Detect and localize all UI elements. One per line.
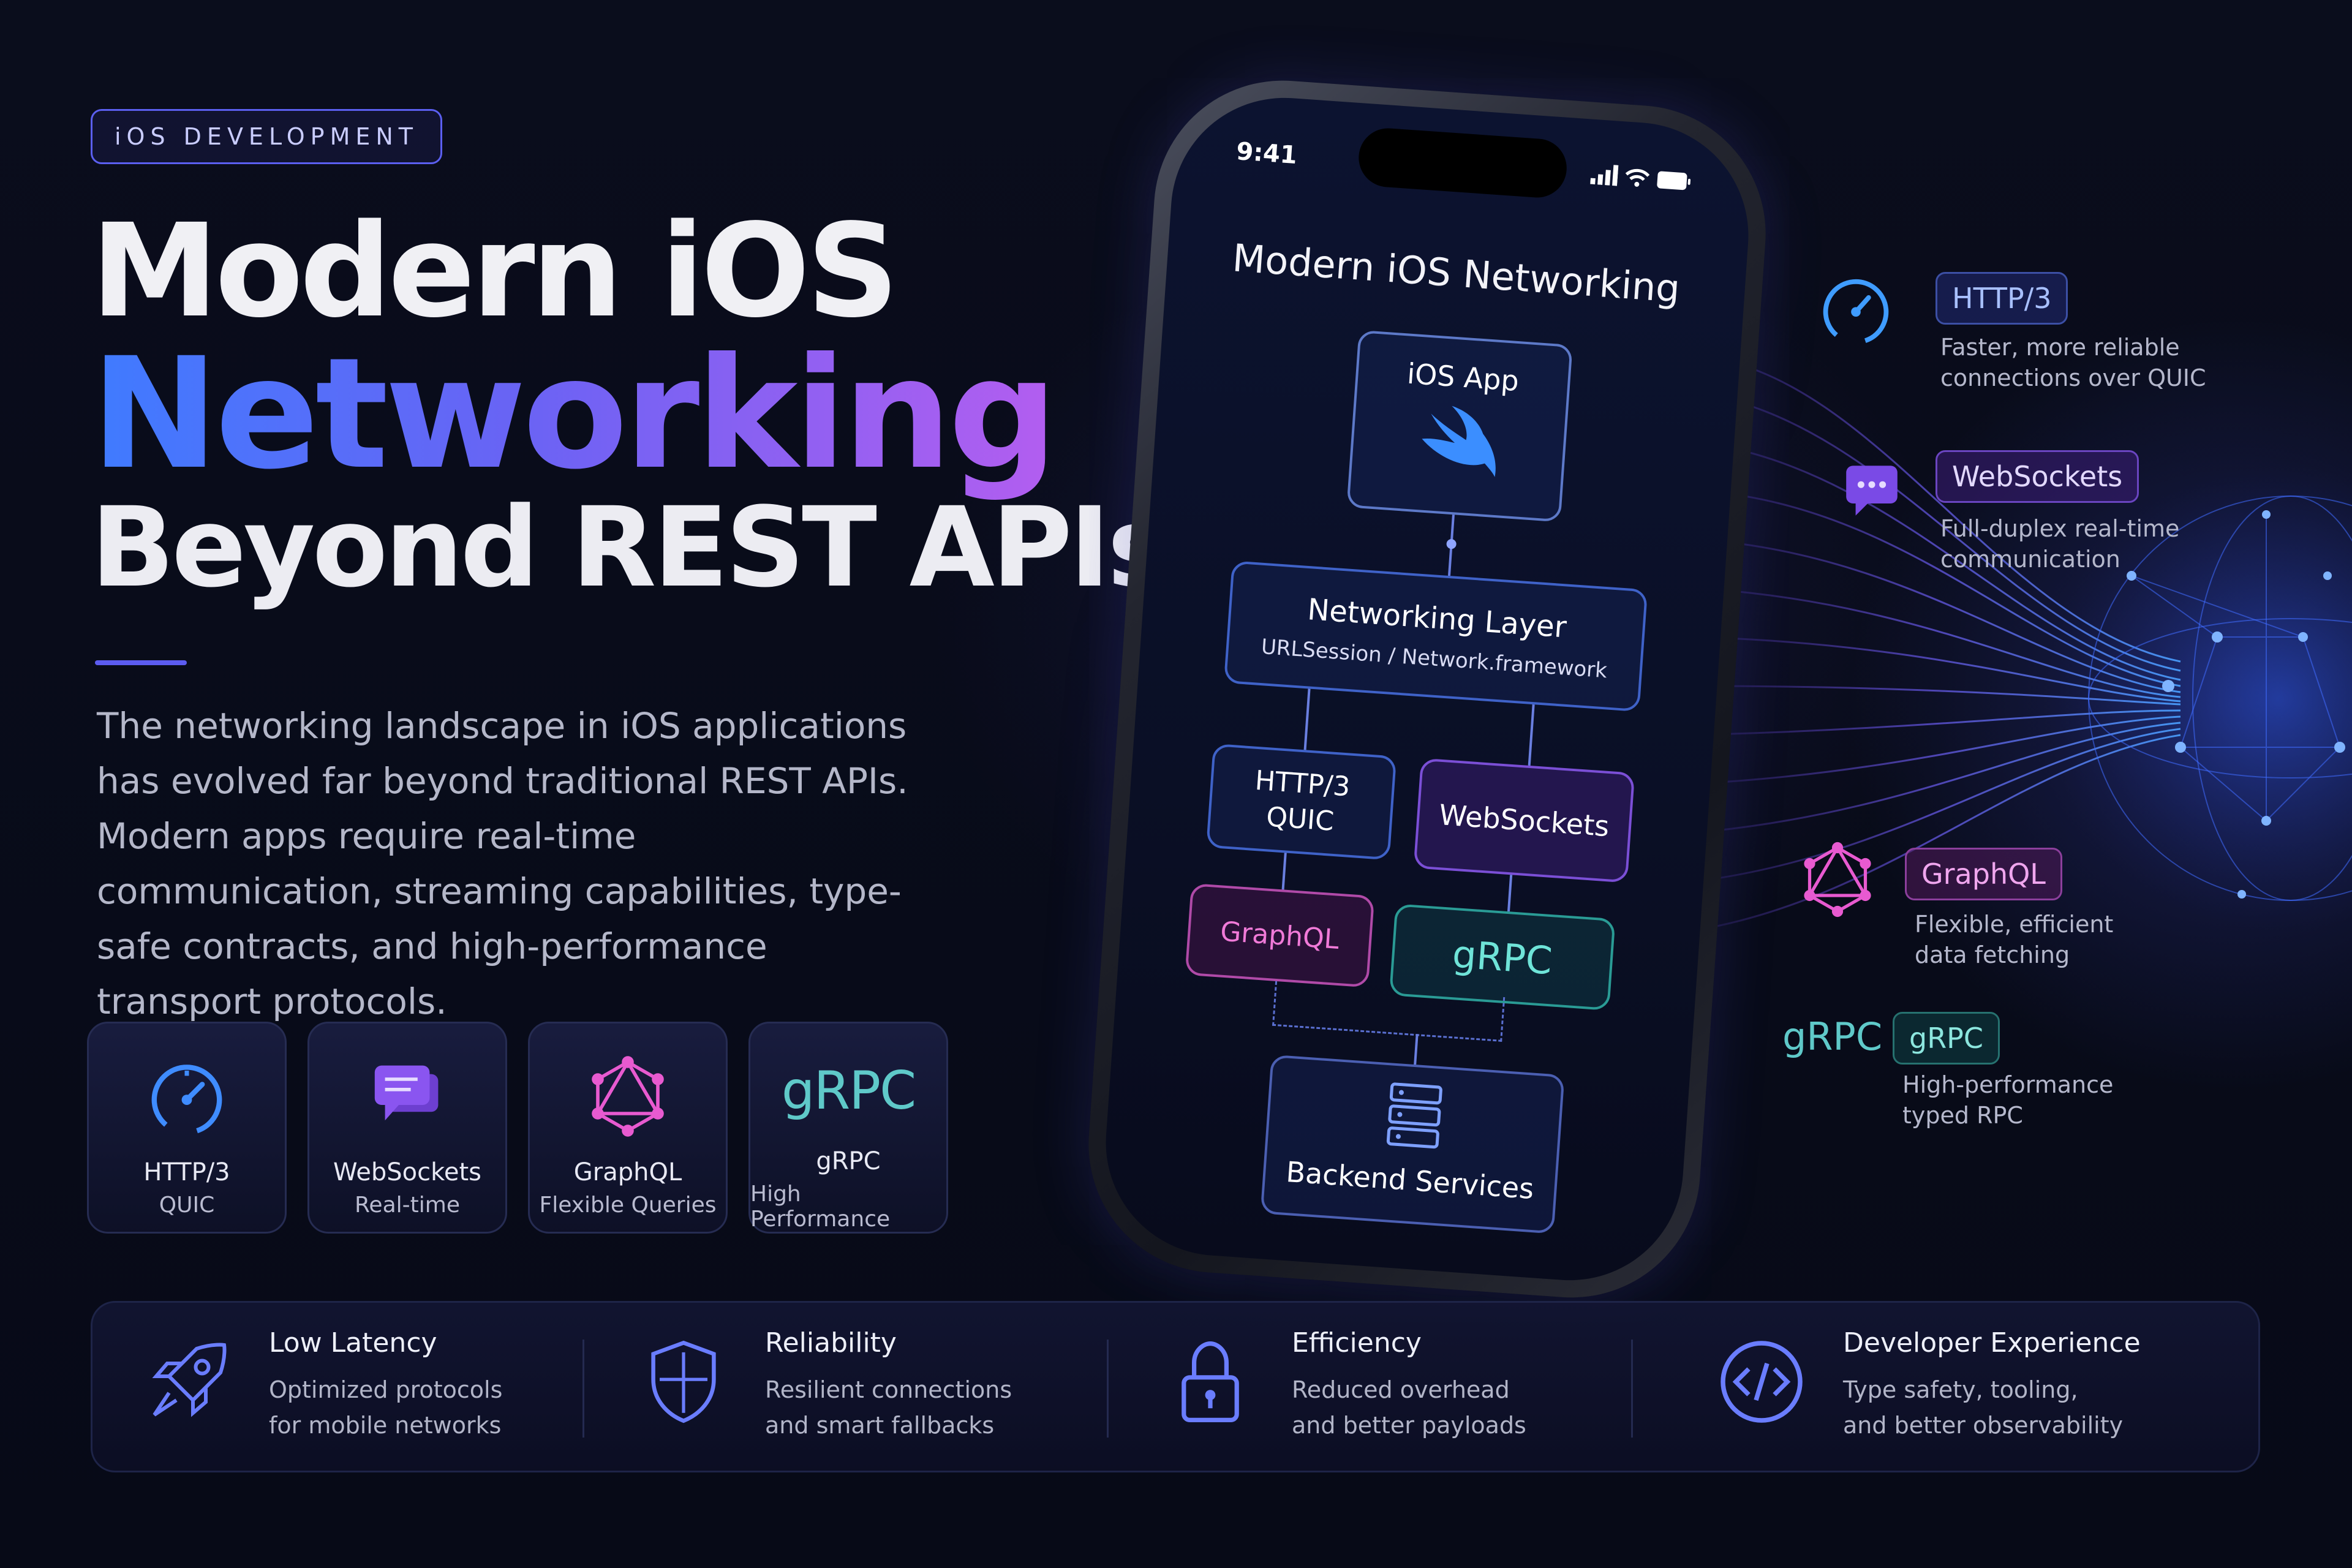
http3-label: HTTP/3 — [1254, 764, 1352, 803]
benefit-line: and smart fallbacks — [765, 1412, 995, 1439]
dynamic-island — [1357, 126, 1569, 200]
ios-app-label: iOS App — [1406, 356, 1520, 398]
feature-websockets-label: WebSockets — [1936, 450, 2139, 503]
diagram-backend-services: Backend Services — [1260, 1054, 1565, 1234]
feature-websockets-desc: Full-duplex real-time communication — [1940, 513, 2179, 575]
grpc-label: gRPC — [1450, 931, 1554, 983]
card-subtitle: Flexible Queries — [539, 1193, 717, 1218]
benefit-title: Reliability — [765, 1327, 897, 1359]
feature-graphql-desc: Flexible, efficient data fetching — [1915, 909, 2113, 970]
card-graphql[interactable]: GraphQL Flexible Queries — [528, 1022, 728, 1234]
swift-logo-icon — [1422, 405, 1496, 477]
feature-grpc-label: gRPC — [1893, 1012, 2000, 1065]
diagram-http3: HTTP/3 QUIC — [1206, 743, 1397, 861]
benefit-line: Resilient connections — [765, 1376, 1012, 1403]
card-subtitle: High Performance — [750, 1182, 891, 1232]
connector — [1507, 875, 1513, 912]
grpc-logo-icon: gRPC — [1782, 1014, 1883, 1059]
card-http3[interactable]: HTTP/3 QUIC — [87, 1022, 287, 1234]
phone-title: Modern iOS Networking — [1231, 235, 1682, 312]
desc-line: Faster, more reliable — [1940, 334, 2180, 361]
card-title: GraphQL — [573, 1158, 682, 1186]
diagram-ios-app: iOS App — [1346, 330, 1573, 522]
desc-line: communication — [1940, 546, 2120, 573]
websockets-label: WebSockets — [1438, 797, 1611, 843]
separator — [582, 1340, 584, 1438]
card-title: HTTP/3 — [143, 1158, 230, 1186]
chat-bubble-icon — [361, 1050, 453, 1142]
feature-graphql-label: GraphQL — [1905, 848, 2062, 900]
desc-line: data fetching — [1915, 941, 2070, 968]
benefit-line: Optimized protocols — [269, 1376, 503, 1403]
card-subtitle: Real-time — [355, 1193, 460, 1218]
graphql-icon — [582, 1050, 674, 1142]
connector — [1281, 853, 1287, 890]
benefit-developer-experience: Developer Experience Type safety, toolin… — [1716, 1327, 2141, 1443]
benefits-bar: Low Latency Optimized protocols for mobi… — [91, 1301, 2260, 1472]
desc-line: Full-duplex real-time — [1940, 515, 2180, 542]
benefit-line: Type safety, tooling, — [1843, 1376, 2078, 1403]
benefit-low-latency: Low Latency Optimized protocols for mobi… — [141, 1327, 502, 1443]
feature-http3-desc: Faster, more reliable connections over Q… — [1940, 332, 2206, 393]
desc-line: connections over QUIC — [1940, 364, 2206, 391]
separator — [1631, 1340, 1633, 1438]
benefit-title: Efficiency — [1292, 1327, 1422, 1359]
signal-icon — [1590, 165, 1619, 186]
quic-label: QUIC — [1265, 801, 1335, 837]
battery-icon — [1657, 171, 1691, 190]
card-websockets[interactable]: WebSockets Real-time — [307, 1022, 507, 1234]
lock-icon — [1164, 1336, 1256, 1428]
feature-http3-label: HTTP/3 — [1936, 272, 2068, 325]
benefit-reliability: Reliability Resilient connections and sm… — [638, 1327, 1012, 1443]
status-time: 9:41 — [1235, 137, 1298, 170]
diagram-websockets: WebSockets — [1413, 758, 1635, 883]
networking-layer-title: Networking Layer — [1306, 592, 1568, 645]
benefit-line: and better payloads — [1292, 1412, 1526, 1439]
benefit-line: for mobile networks — [269, 1412, 502, 1439]
gauge-icon — [141, 1050, 233, 1142]
graphql-label: GraphQL — [1219, 915, 1340, 956]
separator — [1107, 1340, 1109, 1438]
phone-mockup: 9:41 Modern iOS Networking iOS App — [1080, 72, 1774, 1306]
desc-line: typed RPC — [1902, 1102, 2023, 1129]
benefit-efficiency: Efficiency Reduced overhead and better p… — [1164, 1327, 1526, 1443]
card-title: gRPC — [816, 1147, 881, 1175]
card-subtitle: QUIC — [159, 1193, 215, 1218]
card-title: WebSockets — [333, 1158, 481, 1186]
wifi-icon — [1625, 168, 1650, 187]
connector — [1303, 688, 1311, 750]
graphql-icon — [1795, 837, 1880, 922]
protocol-cards: HTTP/3 QUIC WebSockets Real-time G — [87, 1022, 948, 1234]
network-waves-globe — [1691, 354, 2352, 932]
grpc-logo-icon: gRPC — [781, 1060, 916, 1121]
desc-line: High-performance — [1902, 1071, 2114, 1098]
gauge-icon — [1813, 266, 1899, 352]
connector — [1528, 704, 1535, 766]
connector — [1414, 1034, 1419, 1065]
diagram-graphql: GraphQL — [1185, 883, 1375, 988]
code-icon — [1716, 1336, 1807, 1428]
headline-line-3: Beyond REST APIs — [91, 484, 1173, 612]
diagram-networking-layer: Networking Layer URLSession / Network.fr… — [1223, 560, 1648, 712]
headline-line-2: Networking — [91, 325, 1058, 503]
benefit-title: Low Latency — [269, 1327, 437, 1359]
headline-divider — [95, 660, 187, 665]
connector-dot — [1446, 538, 1457, 549]
status-icons — [1590, 164, 1692, 191]
backend-label: Backend Services — [1284, 1155, 1536, 1206]
server-stack-icon — [1386, 1082, 1442, 1149]
headline-line-1: Modern iOS — [91, 196, 899, 346]
shield-icon — [638, 1336, 729, 1428]
phone-screen: 9:41 Modern iOS Networking iOS App — [1098, 90, 1756, 1288]
benefit-line: Reduced overhead — [1292, 1376, 1510, 1403]
desc-line: Flexible, efficient — [1915, 911, 2114, 938]
benefit-title: Developer Experience — [1843, 1327, 2141, 1359]
category-tag: iOS DEVELOPMENT — [91, 109, 443, 164]
card-grpc[interactable]: gRPC gRPC High Performance — [748, 1022, 948, 1234]
benefit-line: and better observability — [1843, 1412, 2124, 1439]
intro-paragraph: The networking landscape in iOS applicat… — [97, 705, 908, 1022]
feature-grpc-desc: High-performance typed RPC — [1902, 1069, 2113, 1131]
rocket-icon — [141, 1336, 233, 1428]
chat-bubble-icon — [1835, 453, 1909, 527]
